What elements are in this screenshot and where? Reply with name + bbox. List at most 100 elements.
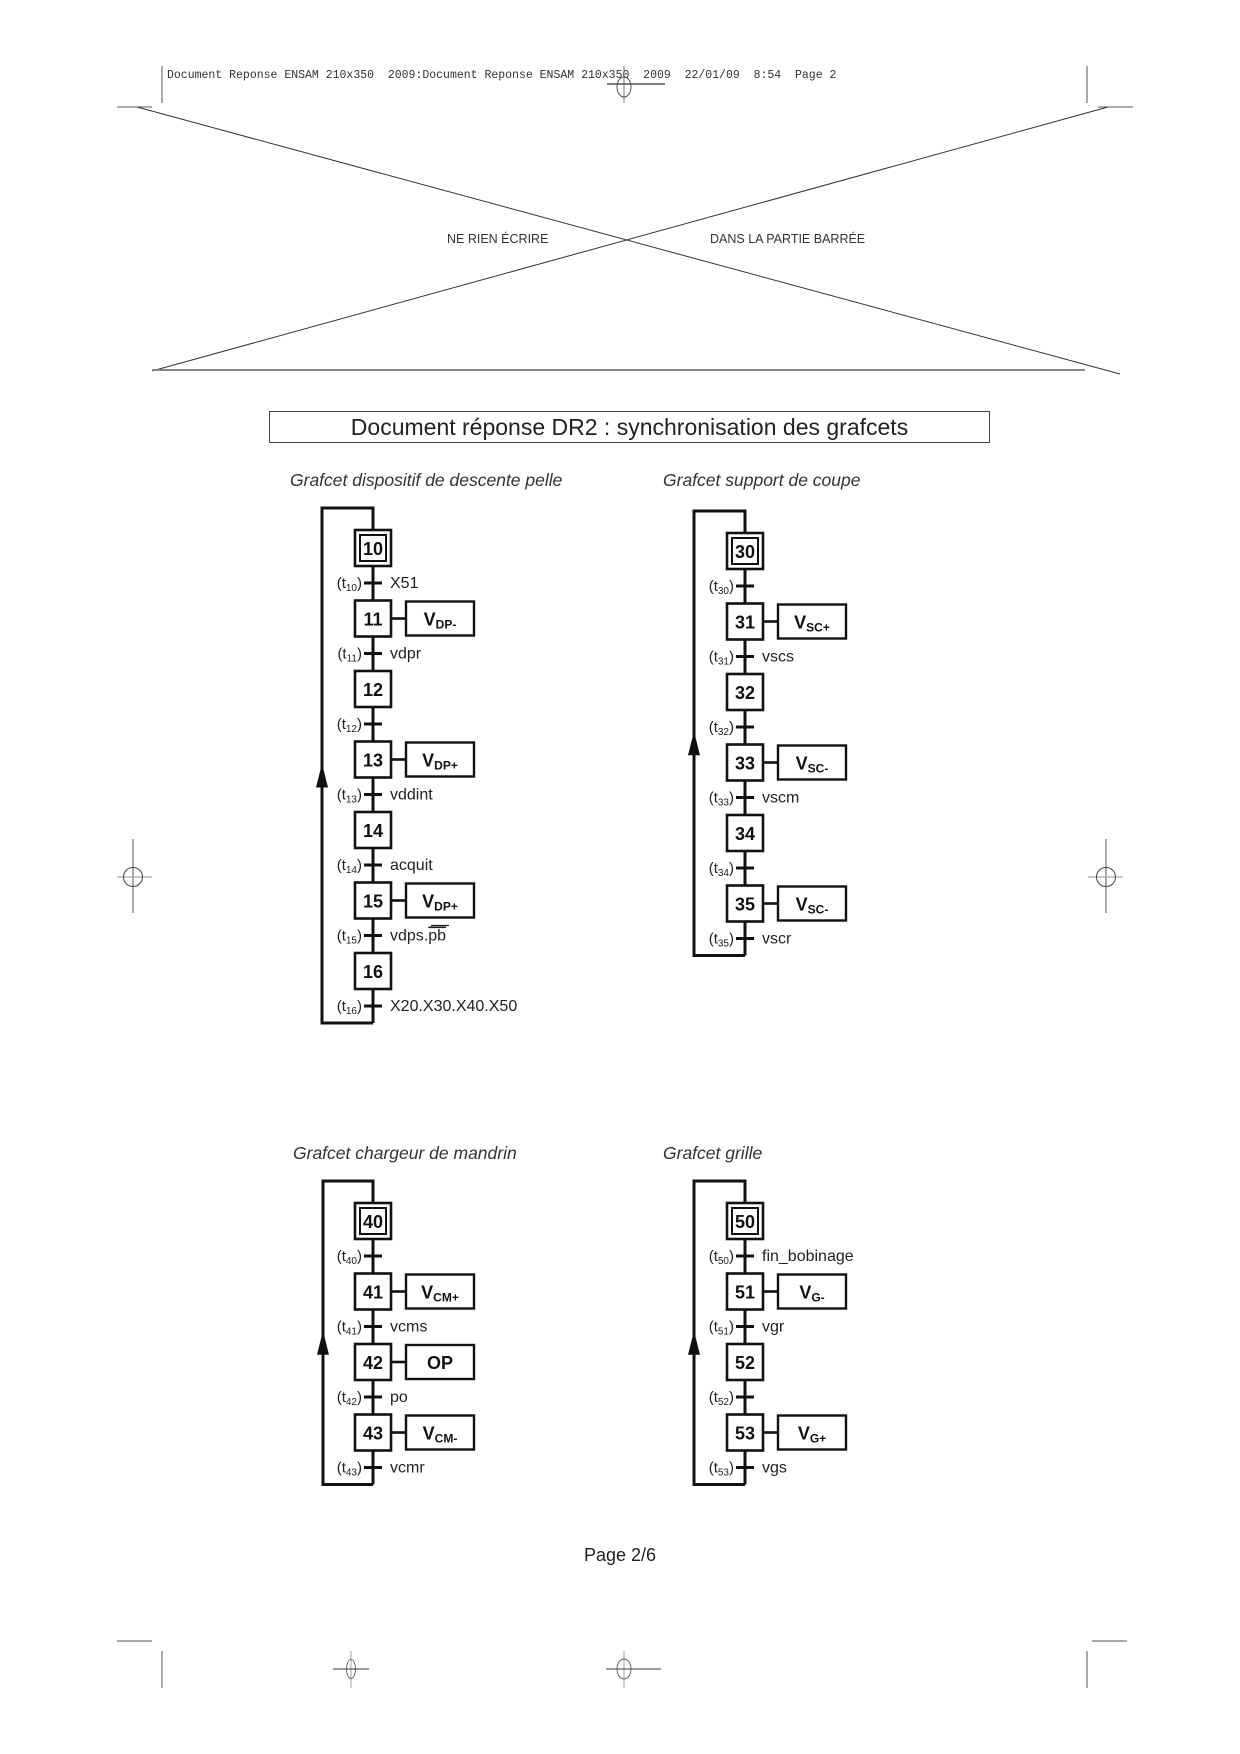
initial-step-inner-box: [731, 1207, 759, 1235]
step-number: 35: [735, 895, 755, 915]
step-box: [725, 813, 765, 853]
transition-receptivity: vddint: [390, 787, 433, 804]
transition-name: (t10): [337, 575, 362, 594]
step: 14: [353, 810, 393, 850]
transition: (t32): [709, 719, 754, 738]
step: 52: [725, 1342, 765, 1382]
transition-name: (t13): [337, 787, 362, 806]
action-main: V: [423, 1424, 435, 1444]
step-number: 12: [363, 680, 383, 700]
transition-receptivity: vgr: [762, 1319, 785, 1336]
transition-receptivity: vgs: [762, 1460, 787, 1477]
action-subscript: G-: [811, 1291, 824, 1305]
transition-receptivity: vscs: [762, 649, 794, 666]
action-box: [776, 885, 848, 922]
grafcet-caption-descente-pelle: Grafcet dispositif de descente pelle: [290, 470, 563, 490]
action-box: [776, 603, 848, 640]
step-box: [353, 881, 393, 920]
action-label: VDP-: [424, 610, 457, 632]
transition: (t52): [709, 1389, 754, 1408]
document-title-box: Document réponse DR2 : synchronisation d…: [269, 411, 990, 443]
transition: (t41) vcms: [337, 1319, 428, 1338]
grafcet-return-link: [320, 506, 375, 1025]
action-main: V: [421, 1283, 433, 1303]
initial-step-inner-box: [359, 1207, 387, 1235]
transition-name: (t52): [709, 1389, 734, 1408]
transition: (t14)acquit: [337, 857, 434, 876]
action-main: V: [799, 1283, 811, 1303]
transition-name: (t35): [709, 931, 734, 950]
action-label: VSC-: [796, 754, 829, 776]
transition-name: (t14): [337, 857, 362, 876]
arrow-up-icon: [688, 1330, 700, 1355]
action-main: V: [422, 751, 434, 771]
grafcet-return-link: [692, 1179, 747, 1486]
step-number: 33: [735, 754, 755, 774]
initial-step: 40: [353, 1201, 393, 1241]
transition-name: (t11): [337, 646, 362, 665]
initial-step-inner-box: [731, 537, 759, 565]
barred-zone-right-text: DANS LA PARTIE BARRÉE: [710, 232, 866, 246]
step-number: 41: [363, 1283, 383, 1303]
grafcet-caption-grille: Grafcet grille: [663, 1143, 763, 1163]
arrow-up-icon: [688, 731, 700, 756]
transition: (t53) vgs: [709, 1460, 787, 1479]
transition-name: (t30): [709, 578, 734, 597]
transition-name: (t32): [709, 719, 734, 738]
grafcet-return-link: [692, 509, 747, 957]
action-box: [404, 1414, 476, 1451]
step-number: 10: [363, 539, 383, 559]
action-label: VDP+: [422, 892, 458, 914]
step-number: 51: [735, 1283, 755, 1303]
transition-name: (t51): [709, 1319, 734, 1338]
action-label: VG-: [799, 1283, 824, 1305]
action-subscript: DP-: [436, 618, 457, 632]
transition-receptivity: fin_bobinage: [762, 1248, 854, 1265]
step-number: 52: [735, 1353, 755, 1373]
step: 32: [725, 672, 765, 712]
step-box: [353, 951, 393, 991]
action-box: [404, 882, 476, 919]
transition: (t31)vscs: [709, 649, 794, 668]
transition-receptivity: vcms: [390, 1319, 427, 1336]
action-box: [404, 741, 476, 778]
transition: (t43)vcmr: [337, 1460, 426, 1479]
action-subscript: DP+: [434, 759, 458, 773]
step-box: [353, 1342, 393, 1382]
action-box: [776, 744, 848, 781]
action-box: [404, 1273, 476, 1310]
transition-receptivity: X20.X30.X40.X50: [390, 998, 517, 1015]
step-box: [725, 672, 765, 712]
grafcet-return-link: [321, 1179, 375, 1486]
step: 33 VSC-: [725, 743, 848, 782]
arrow-up-icon: [317, 1330, 329, 1355]
step-number: 34: [735, 824, 755, 844]
transition-receptivity: vscm: [762, 790, 799, 807]
initial-step: 30: [725, 531, 765, 571]
transition-name: (t43): [337, 1460, 362, 1479]
transition-receptivity: vdpr: [390, 646, 422, 663]
transition-name: (t33): [709, 790, 734, 809]
initial-step: 50: [725, 1201, 765, 1241]
barred-zone: [136, 106, 1121, 375]
step-number: 40: [363, 1212, 383, 1232]
step-number: 42: [363, 1353, 383, 1373]
action-main: V: [422, 892, 434, 912]
action-subscript: DP+: [434, 900, 458, 914]
transition-name: (t53): [709, 1460, 734, 1479]
transition-name: (t50): [709, 1248, 734, 1267]
action-main: V: [796, 754, 808, 774]
print-header: Document Reponse ENSAM 210x350 2009:Docu…: [167, 69, 837, 82]
action-subscript: SC-: [808, 762, 829, 776]
step-number: 30: [735, 542, 755, 562]
step-number: 43: [363, 1424, 383, 1444]
transition: (t13) vddint: [337, 787, 434, 806]
transition-name: (t41): [337, 1319, 362, 1338]
document-title: Document réponse DR2 : synchronisation d…: [350, 413, 909, 440]
